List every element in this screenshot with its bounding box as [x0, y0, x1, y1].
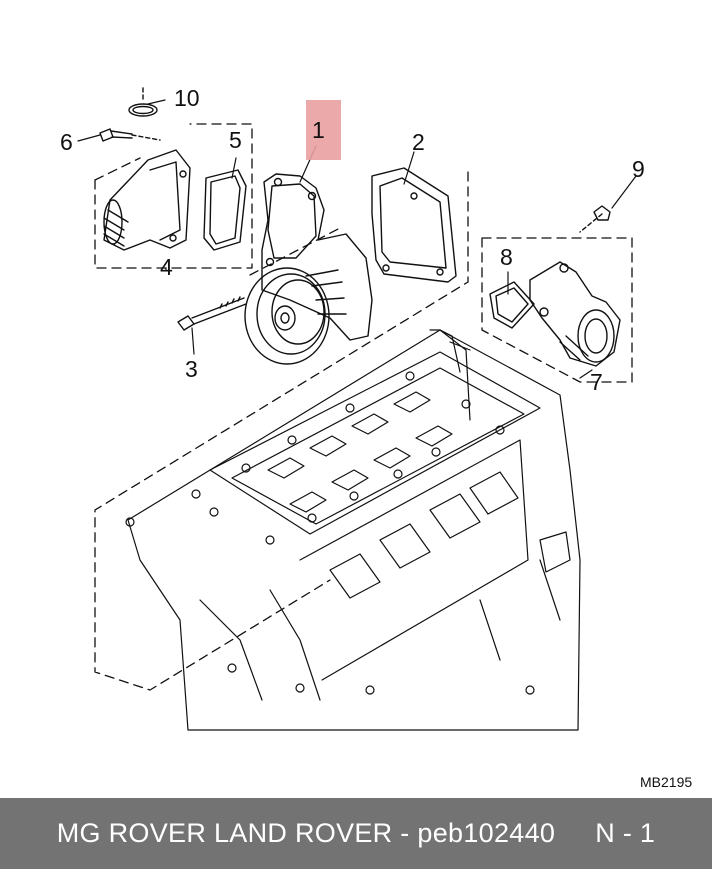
callout-9: 9 [632, 156, 645, 182]
pump-gasket-part [371, 167, 457, 283]
bolt-part-3 [177, 296, 247, 331]
water-pump-part [244, 173, 373, 365]
callout-4: 4 [160, 254, 173, 280]
drawing-code: MB2195 [640, 774, 692, 790]
callout-highlight [306, 100, 341, 160]
callout-8: 8 [500, 244, 513, 270]
callout-3: 3 [185, 356, 198, 382]
callout-5: 5 [229, 127, 242, 153]
callout-1: 1 [312, 117, 325, 143]
thermostat-housing-part [103, 149, 191, 251]
bolt-part-6 [99, 128, 161, 142]
outlet-gasket-part [489, 281, 535, 329]
parts-diagram: 1 2 3 4 5 6 7 8 9 10 MB2195 [60, 85, 692, 790]
callout-2: 2 [412, 129, 425, 155]
dashed-group-outlines [94, 123, 633, 691]
caption-bar: MG ROVER LAND ROVER - peb102440 N - 1 [0, 798, 712, 869]
caption-suffix: N - 1 [595, 818, 656, 848]
bolt-part-9 [579, 205, 611, 233]
o-ring-part [128, 87, 158, 117]
coolant-outlet-part [529, 261, 621, 367]
leader-lines [77, 99, 637, 379]
callout-7: 7 [590, 369, 603, 395]
housing-gasket-part [203, 169, 247, 251]
caption-title: MG ROVER LAND ROVER - peb102440 [56, 818, 556, 848]
callout-10: 10 [174, 85, 200, 111]
engine-block [125, 329, 581, 731]
callout-6: 6 [60, 129, 73, 155]
